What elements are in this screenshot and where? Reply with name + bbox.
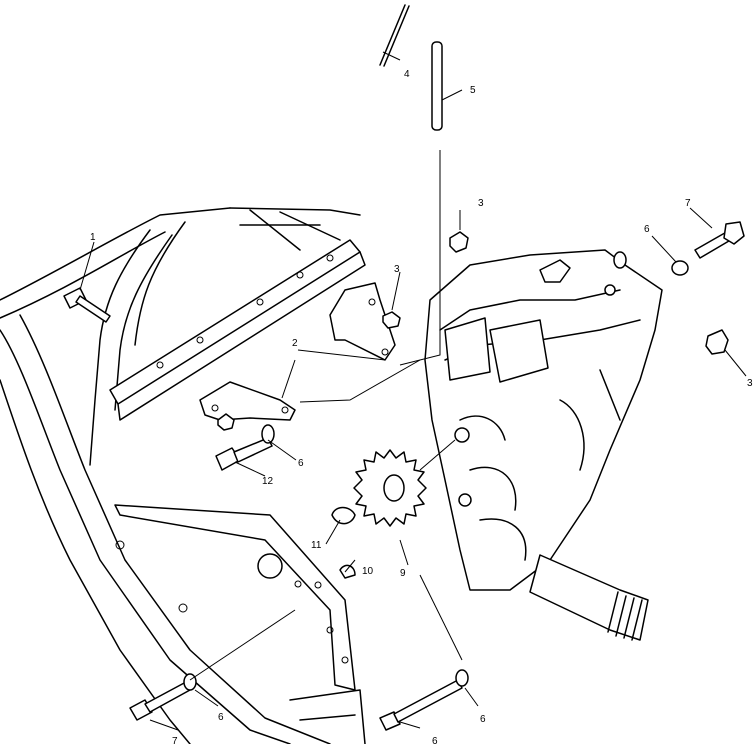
callout-3: 3 [394, 264, 400, 275]
frame-assembly [0, 207, 366, 744]
frame-bracket-lower [114, 504, 356, 691]
callout-7: 7 [172, 736, 178, 744]
bolt-1 [63, 287, 111, 323]
output-shaft [529, 554, 649, 641]
clip-10 [339, 564, 356, 579]
washer-right [671, 260, 689, 276]
washer-11 [331, 506, 356, 525]
callout-3: 3 [478, 198, 484, 209]
bolt-8 [379, 669, 469, 731]
callout-2: 2 [292, 338, 298, 349]
callout-1: 1 [90, 232, 96, 243]
nut-middle [382, 311, 401, 329]
callout-6: 6 [480, 714, 486, 725]
leader-lines [79, 51, 747, 731]
pin [431, 41, 443, 131]
callout-6: 6 [298, 458, 304, 469]
cotter-pin [379, 4, 406, 66]
callout-12: 12 [262, 476, 274, 487]
fasteners [63, 4, 745, 731]
mounting-brackets [199, 282, 396, 421]
callout-10: 10 [362, 566, 374, 577]
bracket-upper [329, 282, 396, 361]
nut-right [705, 329, 729, 355]
callout-9: 9 [400, 568, 406, 579]
bolt-7-top [694, 221, 745, 259]
callout-11: 11 [311, 540, 322, 551]
bolt-12 [215, 424, 275, 471]
callout-labels: 1 2 3 3 3 4 5 6 6 6 6 6 7 7 9 10 11 12 [90, 69, 753, 744]
frame-rail-upper [109, 239, 361, 405]
callout-6: 6 [432, 736, 438, 744]
sprocket [353, 449, 427, 527]
callout-6: 6 [644, 224, 650, 235]
callout-4: 4 [404, 69, 410, 80]
callout-3: 3 [747, 378, 753, 389]
bracket-lower [199, 381, 296, 421]
callout-7: 7 [685, 198, 691, 209]
nut-top [449, 231, 469, 253]
gearcase [424, 249, 663, 641]
callout-5: 5 [470, 85, 476, 96]
bolt-7-bottom [129, 673, 197, 721]
callout-6: 6 [218, 712, 224, 723]
